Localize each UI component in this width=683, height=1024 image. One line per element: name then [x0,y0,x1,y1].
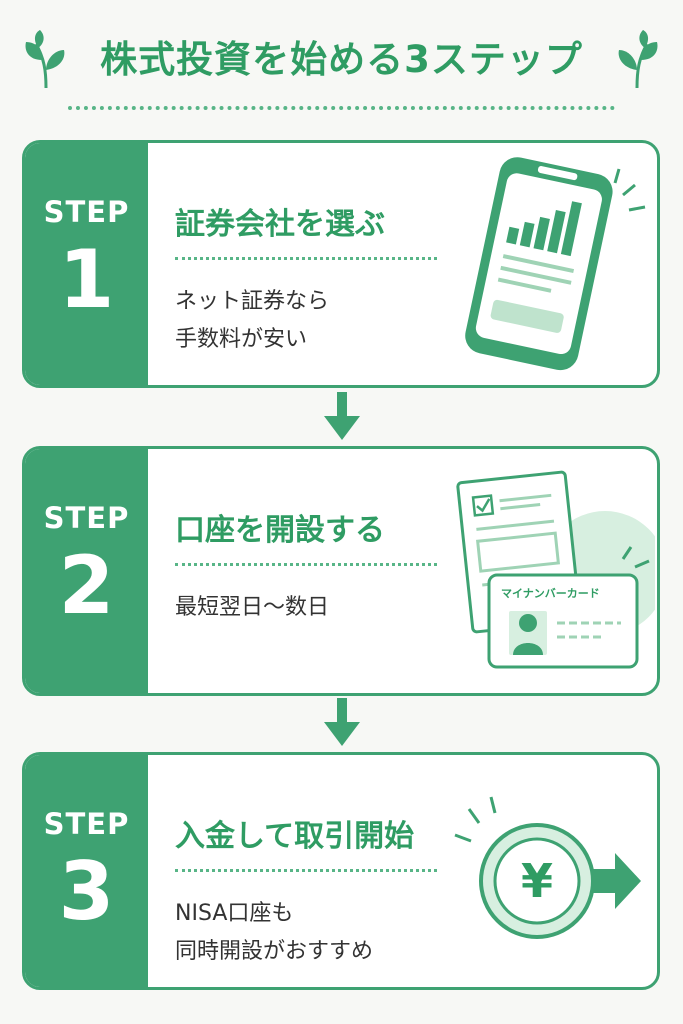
step-label: STEP [43,195,130,229]
step-number: 1 [58,233,115,326]
step-card-3: STEP 3 入金して取引開始 NISA口座も 同時開設がおすすめ ¥ [22,752,660,990]
yen-symbol: ¥ [520,854,553,908]
step-number: 3 [58,845,115,938]
yen-coin-arrow-icon: ¥ [445,775,655,975]
step-badge: STEP 2 [25,449,148,693]
step-description: ネット証券なら 手数料が安い [175,289,330,352]
step-label: STEP [43,807,130,841]
leaf-icon [25,30,65,89]
step-heading: 入金して取引開始 [175,819,415,854]
document-and-id-card-icon: マイナンバーカード [445,463,655,685]
step-number: 2 [58,539,115,632]
title-divider [68,106,615,110]
step-card-2: STEP 2 口座を開設する 最短翌日～数日 [22,446,660,696]
down-arrow-icon [324,392,360,440]
step-label: STEP [43,501,130,535]
smartphone-chart-icon [465,157,646,371]
step-description: 最短翌日～数日 [175,595,330,620]
id-card-label: マイナンバーカード [501,587,600,600]
step-heading: 口座を開設する [175,513,385,548]
leaf-icon [618,30,658,89]
step-heading: 証券会社を選ぶ [175,207,385,242]
step-badge: STEP 3 [25,755,148,987]
step-divider [175,563,437,566]
step-divider [175,869,437,872]
down-arrow-icon [324,698,360,746]
step-divider [175,257,437,260]
step-card-1: STEP 1 証券会社を選ぶ ネット証券なら 手数料が安い [22,140,660,388]
page-title: 株式投資を始める3ステップ [100,38,583,81]
step-badge: STEP 1 [25,143,148,385]
header: 株式投資を始める3ステップ [0,22,683,112]
step-description: NISA口座も 同時開設がおすすめ [175,901,374,964]
